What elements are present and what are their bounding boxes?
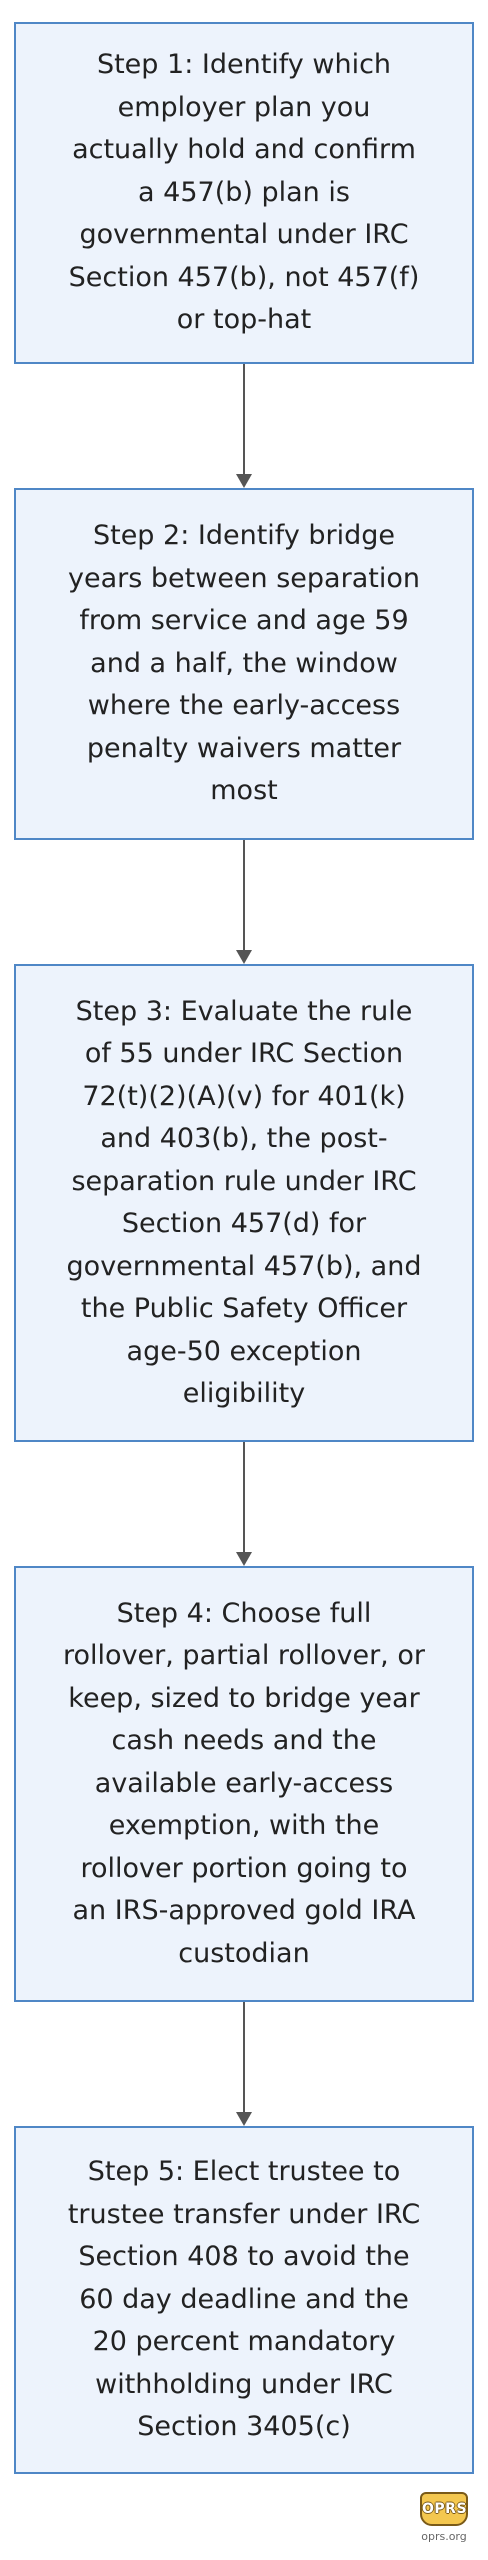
oprs-badge-icon: OPRS [420, 2492, 468, 2526]
connector-line-4 [243, 2002, 245, 2122]
step-2-box: Step 2: Identify bridge years between se… [14, 488, 474, 840]
step-3-box: Step 3: Evaluate the rule of 55 under IR… [14, 964, 474, 1442]
step-2-text: Step 2: Identify bridge years between se… [68, 520, 420, 807]
step-1-text: Step 1: Identify which employer plan you… [68, 49, 420, 336]
step-4-text: Step 4: Choose full rollover, partial ro… [63, 1597, 425, 1969]
step-5-box: Step 5: Elect trustee to trustee transfe… [14, 2126, 474, 2474]
arrow-down-icon [236, 1552, 252, 1566]
connector-line-2 [243, 840, 245, 960]
step-5-text: Step 5: Elect trustee to trustee transfe… [67, 2156, 421, 2443]
arrow-down-icon [236, 2112, 252, 2126]
oprs-logo: OPRS oprs.org [412, 2492, 476, 2552]
step-3-text: Step 3: Evaluate the rule of 55 under IR… [66, 995, 422, 1410]
connector-line-1 [243, 364, 245, 484]
logo-site-label: oprs.org [421, 2530, 467, 2543]
step-1-box: Step 1: Identify which employer plan you… [14, 22, 474, 364]
arrow-down-icon [236, 950, 252, 964]
step-4-box: Step 4: Choose full rollover, partial ro… [14, 1566, 474, 2002]
connector-line-3 [243, 1442, 245, 1562]
arrow-down-icon [236, 474, 252, 488]
